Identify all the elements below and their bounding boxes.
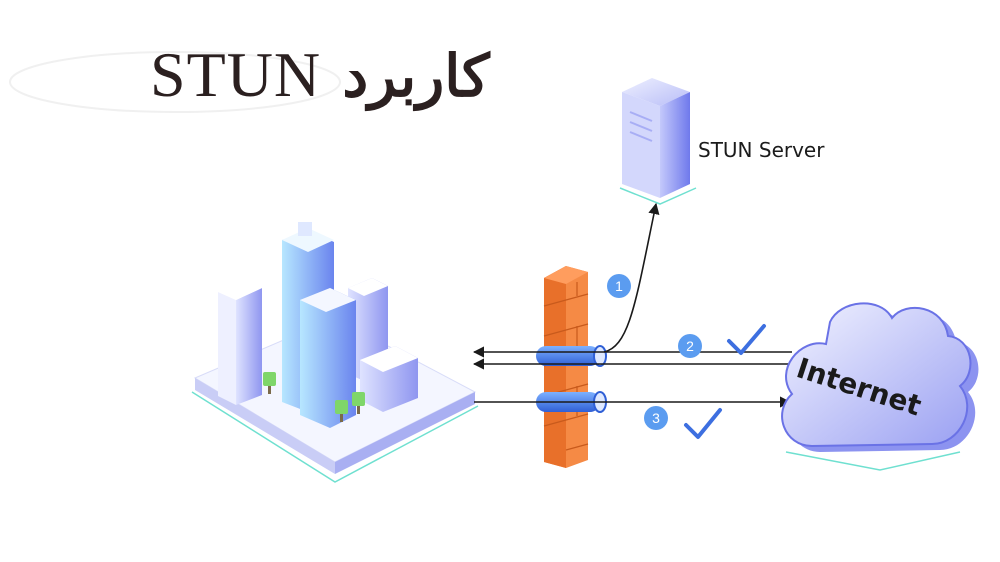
page-title: STUN کاربرد	[150, 38, 490, 112]
check-icon-step3	[684, 408, 722, 439]
buildings-icon	[191, 222, 479, 483]
step-number-2: 2	[686, 338, 694, 354]
step-badge-1: 1	[607, 274, 631, 298]
background-swoosh	[9, 51, 341, 113]
step-number-1: 1	[615, 278, 623, 294]
server-icon	[619, 78, 697, 205]
title-latin: STUN	[150, 39, 322, 110]
stun-server-label: STUN Server	[698, 138, 825, 162]
arrow-step1-to-server	[603, 202, 660, 353]
step-number-3: 3	[652, 410, 660, 426]
cloud-icon: Internet	[781, 302, 979, 471]
firewall-pipe-upper	[536, 345, 607, 367]
firewall-icon	[543, 266, 589, 468]
step-badge-3: 3	[644, 406, 668, 430]
check-icon-step2	[727, 324, 766, 355]
step-badge-2: 2	[678, 334, 702, 358]
title-persian: کاربرد	[342, 42, 490, 110]
